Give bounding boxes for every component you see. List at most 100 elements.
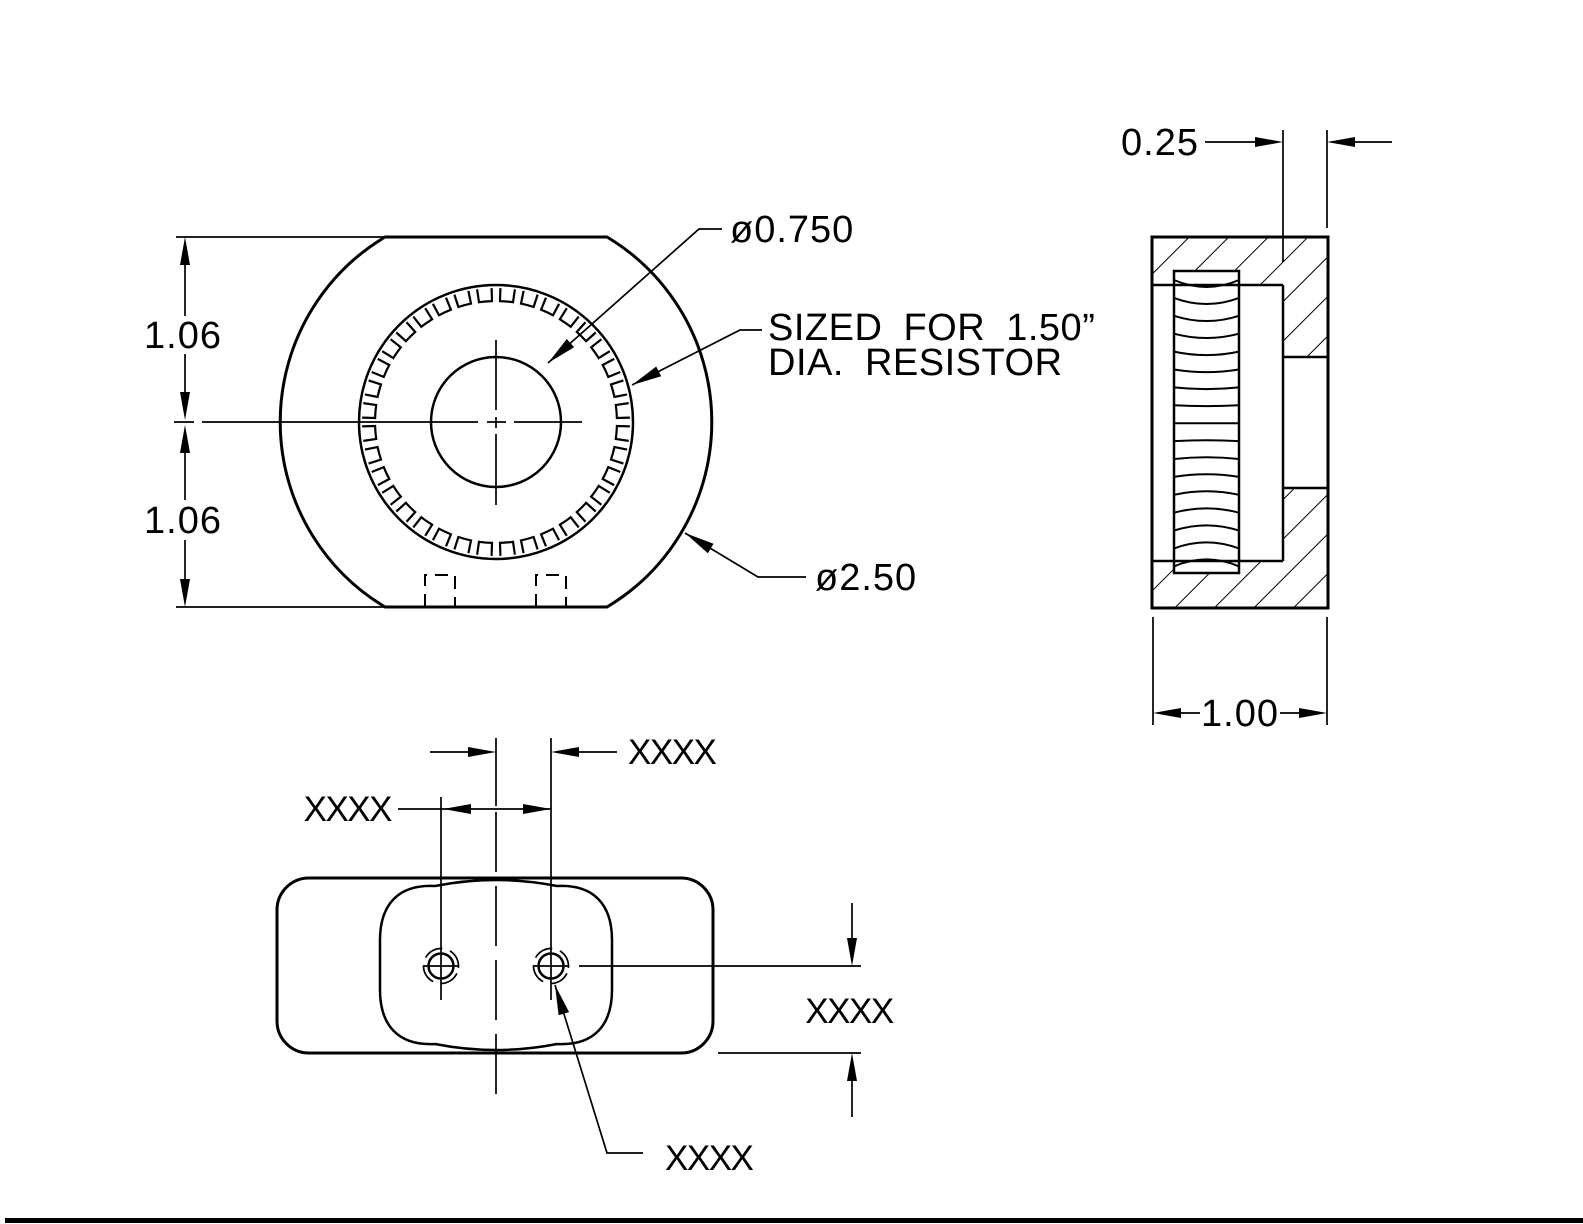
serration-tooth — [519, 535, 539, 554]
serration-tooth — [614, 424, 630, 442]
leader-line — [547, 228, 722, 364]
dim-0-25: 0.25 — [1121, 122, 1392, 262]
arrowhead-left-icon — [1327, 137, 1355, 147]
thread-arc — [1173, 490, 1240, 496]
serration-tooth — [601, 357, 621, 379]
thread-arc — [1173, 386, 1240, 391]
recess-lines — [1283, 355, 1328, 490]
serration-note-line1: SIZED FOR 1.50” — [768, 307, 1095, 349]
serration-tooth — [476, 540, 494, 556]
serration-tooth — [589, 484, 611, 506]
serration-tooth — [498, 540, 516, 556]
serration-teeth — [362, 288, 630, 556]
serration-tooth — [371, 465, 391, 487]
thread-arc — [1173, 507, 1240, 514]
hidden-hole-notch-right — [535, 574, 567, 607]
extension-lines — [579, 965, 861, 1054]
arrowhead-up-icon — [180, 425, 190, 453]
spacing-dim-text: XXXX — [304, 790, 393, 829]
thread-arc — [1173, 404, 1240, 408]
thread-arc — [1173, 314, 1240, 322]
serration-tooth — [519, 290, 539, 309]
dim-spacing: XXXX — [304, 790, 551, 829]
dim-1-06-pair: 1.06 1.06 — [144, 236, 388, 608]
thread-arc — [1173, 541, 1240, 550]
serration-tooth — [476, 288, 494, 304]
arrowhead-down-icon — [180, 392, 190, 420]
leader-serration-note: SIZED FOR 1.50” DIA. RESISTOR — [631, 307, 1095, 386]
thread-arc — [1173, 439, 1240, 443]
extension-line — [1152, 617, 1328, 725]
arrowhead-right-icon — [468, 747, 496, 757]
serration-tooth — [498, 288, 516, 304]
bore-label: ø0.750 — [730, 209, 854, 251]
serration-tooth — [609, 379, 628, 399]
leader-line — [684, 532, 806, 578]
arrowhead-right-icon — [1299, 708, 1327, 718]
front-outer-profile — [278, 235, 714, 609]
thread-block — [1172, 269, 1241, 575]
hidden-hole-notch-left — [424, 574, 456, 607]
serration-tooth — [364, 445, 383, 465]
edge-dim-text: XXXX — [805, 992, 894, 1031]
side-outline — [1150, 235, 1330, 610]
serration-tooth — [575, 321, 597, 343]
serration-tooth — [575, 501, 597, 523]
dim-offset: XXXX — [430, 733, 718, 772]
arrowhead-right-icon — [1255, 137, 1283, 147]
leader-line — [554, 984, 643, 1154]
serration-tooth — [381, 338, 403, 360]
serration-tooth — [558, 307, 580, 329]
thread-arc — [1173, 350, 1240, 357]
serration-tooth — [412, 515, 434, 537]
leader-outer-diameter: ø2.50 — [684, 532, 917, 599]
flat-surface-outline — [378, 878, 614, 1052]
serration-tooth — [381, 484, 403, 506]
thread-arc — [1173, 524, 1240, 532]
thread-arc — [1173, 279, 1240, 288]
thread-arc — [1173, 456, 1240, 460]
serration-tooth — [609, 445, 628, 465]
extension-line — [1282, 130, 1328, 262]
leader-arrowhead-icon — [685, 533, 714, 554]
hole-thread-circle — [532, 947, 570, 985]
dim-edge-distance: XXXX — [579, 903, 895, 1117]
thread-arc — [1173, 296, 1240, 305]
leader-arrowhead-icon — [548, 339, 575, 363]
bottom-view: XXXX XXXX XXXX XXXX — [275, 733, 895, 1178]
arrowhead-up-icon — [847, 1053, 857, 1081]
arrowhead-left-icon — [443, 804, 471, 814]
serration-tooth — [614, 402, 630, 420]
serration-tooth — [412, 307, 434, 329]
arrowhead-left-icon — [551, 747, 579, 757]
arrowhead-right-icon — [523, 804, 551, 814]
front-view: 1.06 1.06 ø0.750 SIZED FOR 1.50” DIA. RE… — [144, 209, 1095, 609]
arrowhead-left-icon — [1153, 708, 1181, 718]
serration-tooth — [453, 535, 473, 554]
serration-tooth — [395, 501, 417, 523]
thread-arc — [1173, 473, 1240, 478]
serration-tooth — [431, 297, 453, 317]
dim-upper-text: 1.06 — [144, 315, 222, 357]
od-label: ø2.50 — [815, 557, 917, 599]
arrowhead-up-icon — [180, 237, 190, 265]
serration-tooth — [395, 321, 417, 343]
serration-tooth — [371, 357, 391, 379]
serration-tooth — [362, 424, 378, 442]
serration-tooth — [558, 515, 580, 537]
arrowhead-down-icon — [847, 938, 857, 966]
arrowhead-down-icon — [180, 579, 190, 607]
thread-arc — [1173, 332, 1240, 339]
leader-bore: ø0.750 — [547, 209, 854, 364]
dim-1-00: 1.00 — [1152, 617, 1328, 735]
serration-tooth — [601, 465, 621, 487]
offset-dim-text: XXXX — [628, 733, 717, 772]
serration-tooth — [364, 379, 383, 399]
serration-note-line2: DIA. RESISTOR — [768, 342, 1063, 384]
leader-line — [631, 329, 762, 386]
leader-arrowhead-icon — [632, 366, 662, 385]
leader-tapped-hole: XXXX — [554, 984, 755, 1178]
serration-tooth — [539, 297, 561, 317]
